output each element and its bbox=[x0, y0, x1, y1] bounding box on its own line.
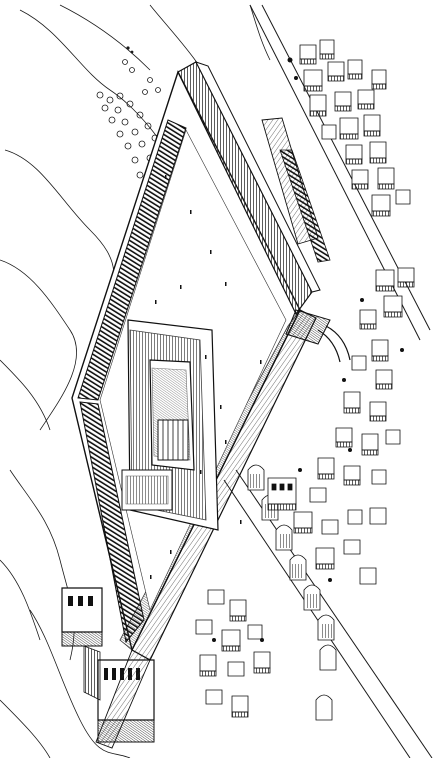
hillside-contours bbox=[0, 5, 270, 758]
royal-stoa-roof bbox=[196, 62, 320, 292]
sanctuary-complex bbox=[122, 320, 218, 530]
courtyard-figures bbox=[150, 175, 262, 579]
city-houses-south bbox=[196, 478, 386, 717]
west-colonnade bbox=[78, 120, 186, 400]
monumental-stair bbox=[286, 310, 350, 362]
city-houses-north bbox=[300, 40, 410, 216]
city-houses-east bbox=[318, 268, 414, 485]
south-retaining-wall bbox=[96, 650, 150, 748]
city-trees bbox=[212, 57, 404, 642]
olive-grove bbox=[97, 60, 165, 179]
arch-hatching bbox=[250, 474, 332, 638]
lower-portico bbox=[262, 118, 330, 262]
